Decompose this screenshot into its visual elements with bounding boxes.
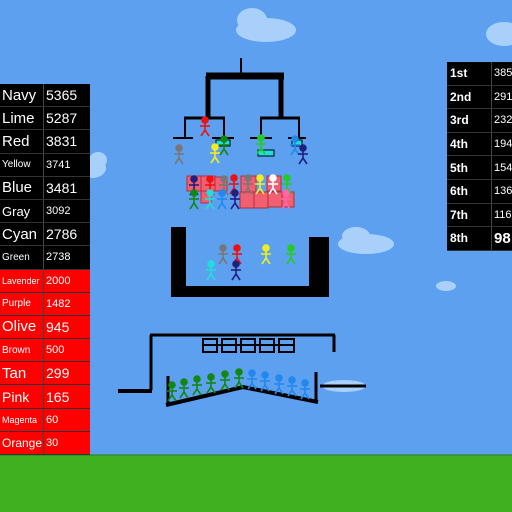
bracket-pads — [215, 139, 303, 157]
ranking-place: 8th — [447, 227, 492, 250]
team-name: Lime — [0, 107, 44, 130]
team-score: 299 — [46, 365, 70, 382]
team-name: Blue — [0, 176, 44, 199]
team-name: Orange — [0, 431, 44, 454]
bracket-players — [173, 116, 309, 165]
team-name: Navy — [0, 84, 44, 107]
team-score: 60 — [46, 413, 59, 426]
team-score: 30 — [46, 436, 59, 449]
spike-row — [202, 338, 295, 353]
team-score: 5287 — [46, 110, 78, 127]
cloud — [342, 227, 370, 245]
team-name: Tan — [0, 362, 44, 385]
cloud — [436, 281, 456, 291]
container-players — [205, 244, 297, 281]
cloud — [237, 8, 267, 32]
u-container — [171, 227, 329, 297]
team-score: 2738 — [46, 251, 71, 264]
team-score: 3092 — [46, 205, 71, 218]
ranking-place: 1st — [447, 62, 492, 85]
ranking-place: 6th — [447, 179, 492, 203]
team-name: Yellow — [0, 153, 44, 176]
ranking-value: 116 — [494, 208, 512, 221]
ranking-value: 98 — [494, 229, 511, 247]
ranking-value: 291 — [494, 90, 512, 103]
ranking-place: 4th — [447, 132, 492, 156]
team-name: Pink — [0, 385, 44, 408]
team-score: 3481 — [46, 179, 78, 196]
grass-ground — [0, 455, 512, 512]
team-name: Gray — [0, 199, 44, 223]
team-name: Lavender — [0, 269, 44, 292]
team-name: Green — [0, 246, 44, 269]
team-score: 3741 — [46, 158, 71, 171]
team-score: 1482 — [46, 297, 71, 310]
team-score: 3831 — [46, 133, 78, 150]
ranking-value: 136 — [494, 185, 512, 198]
ranking-place: 2nd — [447, 85, 492, 109]
ranking-value: 154 — [494, 161, 512, 174]
ranking-value: 232 — [494, 114, 512, 127]
ranking-place: 7th — [447, 203, 492, 227]
team-name: Brown — [0, 339, 44, 362]
team-score: 2786 — [46, 226, 78, 243]
cloud — [89, 152, 107, 168]
ranking-place: 5th — [447, 156, 492, 179]
team-score: 500 — [46, 344, 65, 357]
team-score: 945 — [46, 318, 70, 335]
team-name: Olive — [0, 315, 44, 339]
team-score: 165 — [46, 388, 70, 405]
bracket-structure — [173, 58, 306, 139]
team-name: Cyan — [0, 223, 44, 246]
arena-players — [166, 368, 311, 402]
team-score: 2000 — [46, 274, 71, 287]
team-name: Magenta — [0, 408, 44, 431]
team-name: Red — [0, 130, 44, 153]
cloud — [486, 22, 512, 46]
team-name: Purple — [0, 292, 44, 315]
ranking-place: 3rd — [447, 109, 492, 132]
team-score: 5365 — [46, 87, 78, 104]
ranking-value: 194 — [494, 138, 512, 151]
ranking-value: 385 — [494, 67, 512, 80]
crate-pile — [186, 175, 295, 209]
